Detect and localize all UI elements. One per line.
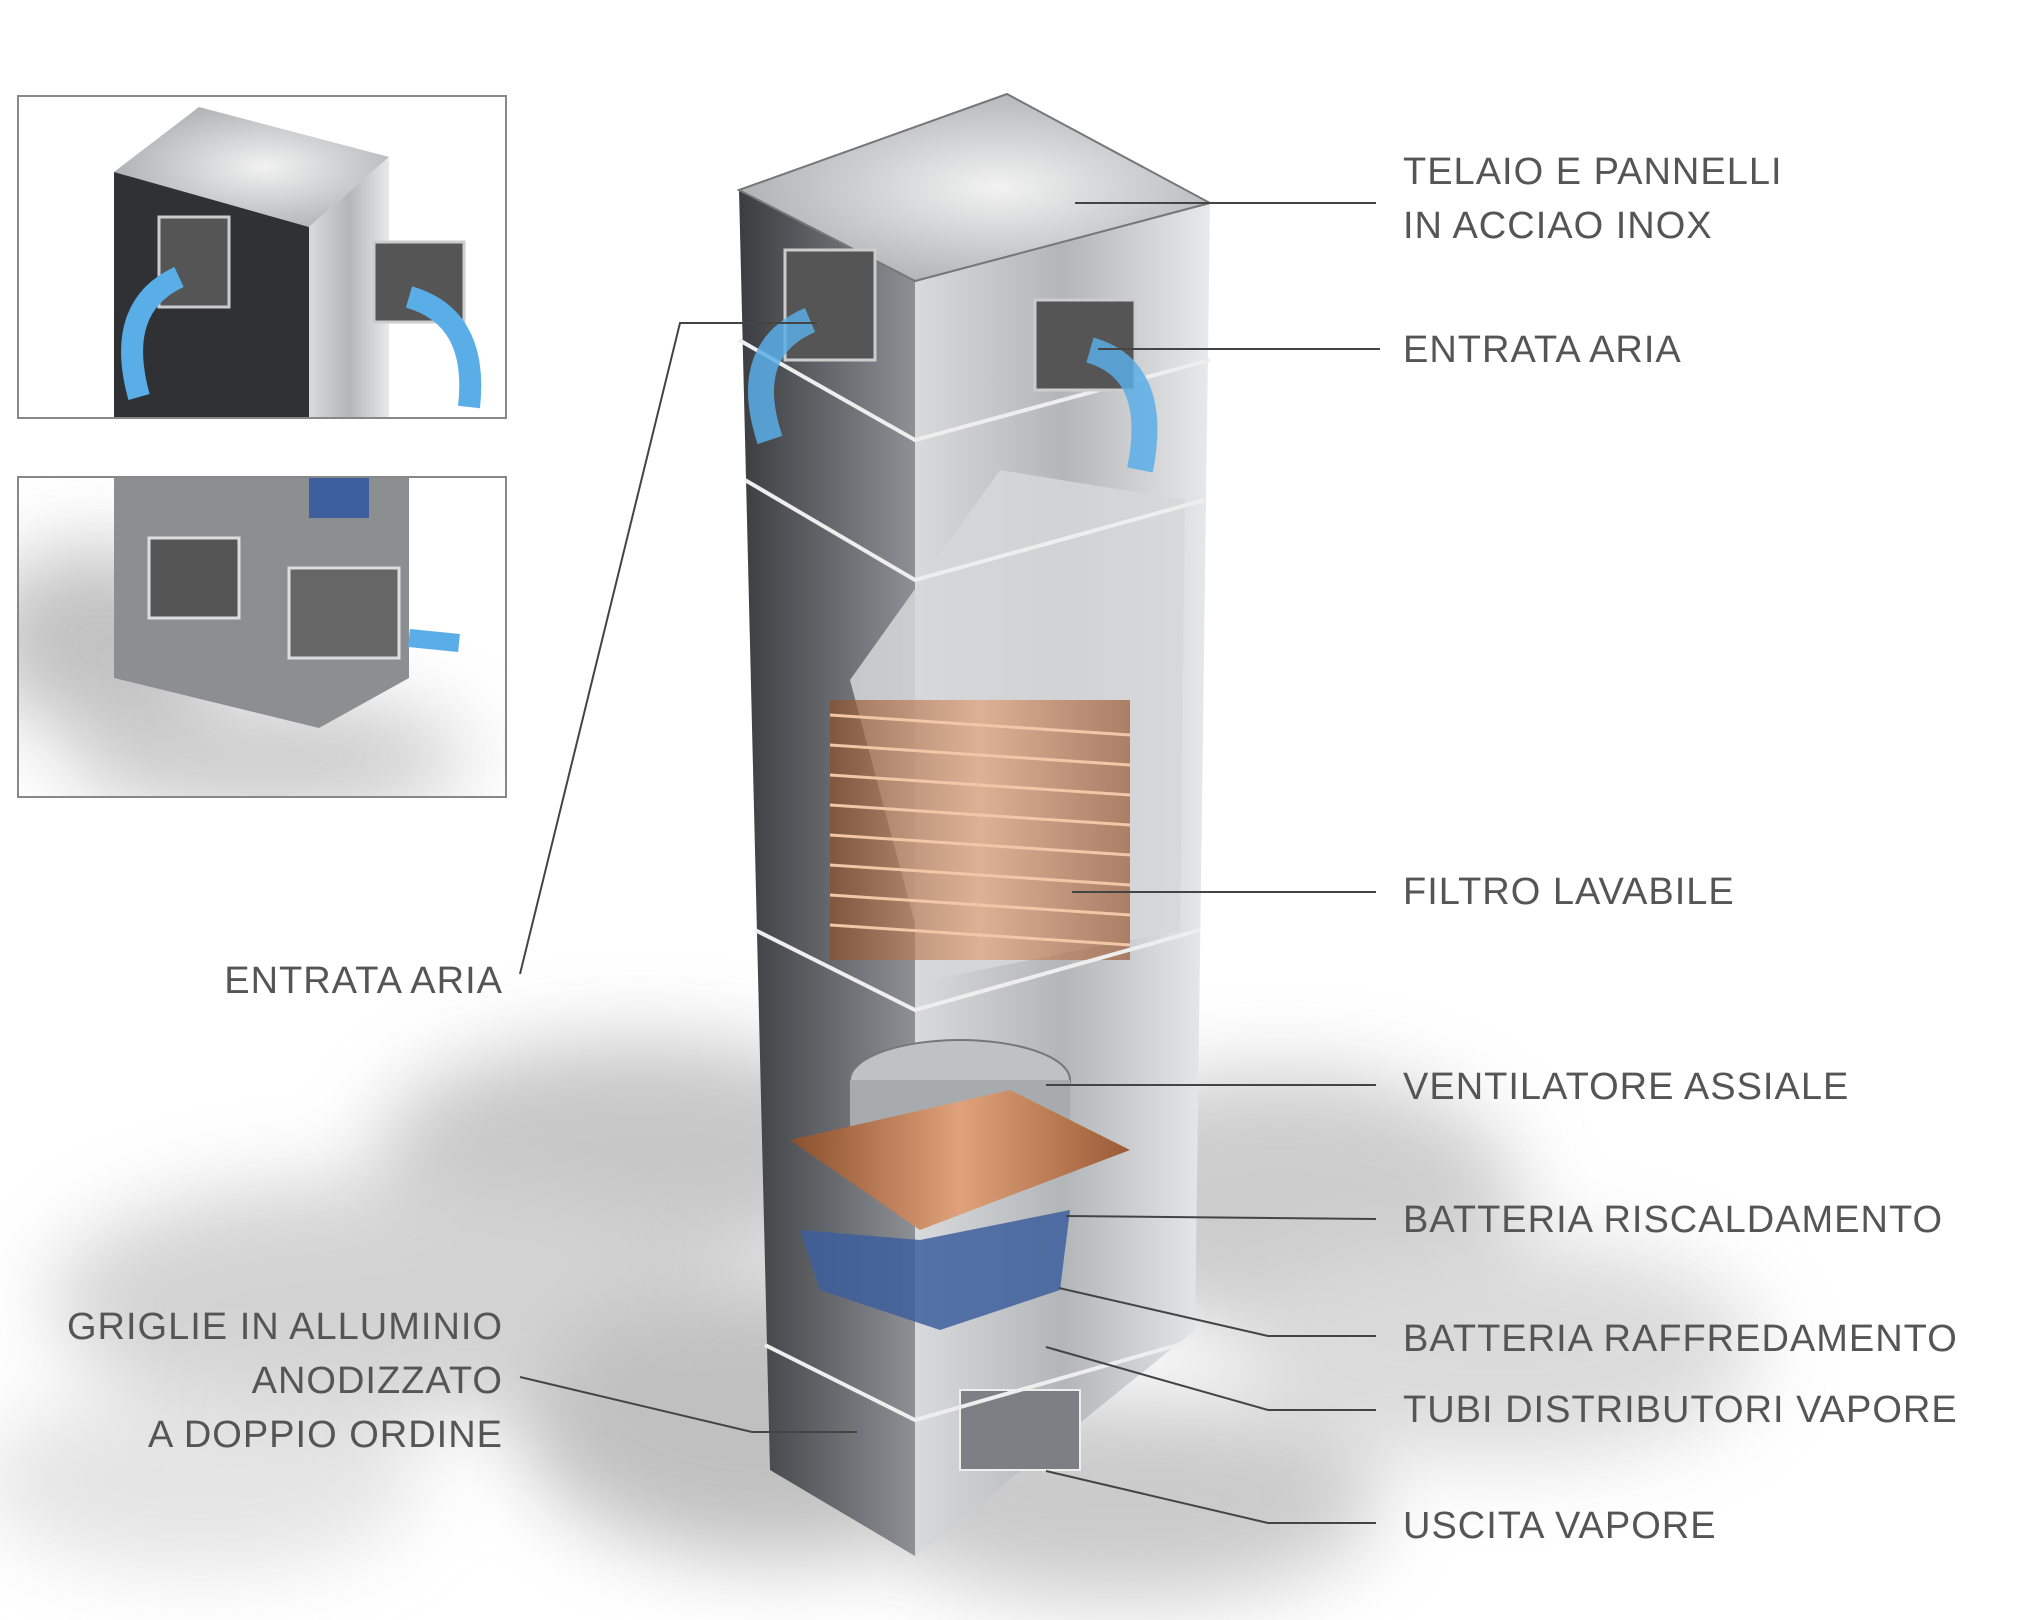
air-inlet-arrow-icon (405, 286, 482, 409)
air-inlet-arrow-icon (1085, 337, 1158, 473)
inset-steam-outlet-detail (17, 476, 507, 798)
label-line: ENTRATA ARIA (1403, 329, 1682, 371)
heating-coil (790, 1090, 1130, 1230)
label-frame: TELAIO E PANNELLI IN ACCIAO INOX (1403, 145, 1783, 253)
steam-arrow-icon (408, 629, 460, 652)
label-steam-pipes: TUBI DISTRIBUTORI VAPORE (1403, 1383, 1958, 1437)
humidifier-tower (736, 92, 1213, 1556)
label-fan: VENTILATORE ASSIALE (1403, 1060, 1849, 1114)
label-line: VENTILATORE ASSIALE (1403, 1066, 1850, 1108)
filter-fins (829, 700, 1131, 960)
label-cooling-coil: BATTERIA RAFFREDAMENTO (1403, 1312, 1958, 1366)
label-line: TUBI DISTRIBUTORI VAPORE (1403, 1389, 1958, 1431)
inset-air-inlet-detail (17, 95, 507, 419)
cooling-coil (800, 1210, 1070, 1330)
leader-lines (519, 202, 1380, 1524)
label-line: FILTRO LAVABILE (1403, 871, 1735, 913)
label-line: TELAIO E PANNELLI (1403, 151, 1783, 193)
label-steam-outlet: USCITA VAPORE (1403, 1499, 1717, 1553)
label-air-inlet-left: ENTRATA ARIA (224, 954, 503, 1008)
label-line: ANODIZZATO (251, 1360, 503, 1402)
label-air-inlet-right: ENTRATA ARIA (1403, 323, 1682, 377)
label-heating-coil: BATTERIA RISCALDAMENTO (1403, 1193, 1943, 1247)
label-grilles: GRIGLIE IN ALLUMINIO ANODIZZATO A DOPPIO O… (67, 1300, 503, 1462)
air-inlet-arrow-icon (748, 308, 816, 445)
label-line: GRIGLIE IN ALLUMINIO (67, 1306, 503, 1348)
air-inlet-arrow-icon (121, 267, 184, 400)
label-line: ENTRATA ARIA (224, 960, 503, 1002)
label-filter: FILTRO LAVABILE (1403, 865, 1735, 919)
label-line: A DOPPIO ORDINE (148, 1414, 503, 1456)
label-line: IN ACCIAO INOX (1403, 205, 1713, 247)
label-line: BATTERIA RAFFREDAMENTO (1403, 1318, 1958, 1360)
label-line: USCITA VAPORE (1403, 1505, 1717, 1547)
label-line: BATTERIA RISCALDAMENTO (1403, 1199, 1944, 1241)
